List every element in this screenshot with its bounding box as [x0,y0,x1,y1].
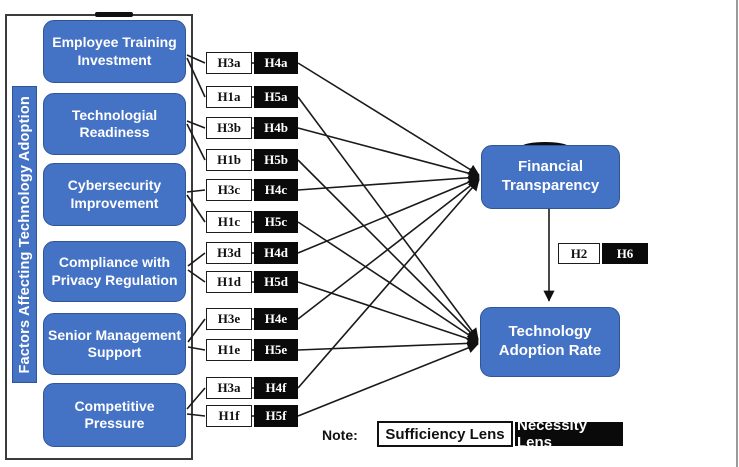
sufficiency-label-box: H3b [206,117,252,139]
edge-h4c-ft [297,172,480,191]
factor-box-employee-training-investment: Employee Training Investment [43,20,186,83]
necessity-label-box: H5c [254,211,298,233]
edge-factor1-h1a [186,57,206,98]
technology-adoption-rate-box: Technology Adoption Rate [480,307,620,377]
edge-h5c-tar [297,221,479,342]
edge-h5f-tar [297,342,479,417]
edge-h5a-tar [297,96,479,340]
sufficiency-label-box: H1e [206,339,252,361]
financial-transparency-box: Financial Transparency [481,145,620,209]
mediation-necessity-label-box: H6 [602,243,648,264]
sufficiency-label-box: H1d [206,271,252,293]
image-right-border [736,0,738,467]
necessity-label-box: H4d [254,242,298,264]
edge-h4a-ft [297,62,480,176]
sufficiency-label-box: H1a [206,86,252,108]
factor-box-compliance-privacy-regulation: Compliance with Privacy Regulation [43,241,186,302]
factor-box-competitive-pressure: Competitive Pressure [43,383,186,447]
edge-h5b-tar [297,159,479,341]
edge-h4b-ft [297,127,480,179]
necessity-label-box: H4f [254,377,298,399]
sufficiency-label-box: H1c [206,211,252,233]
edge-h5e-tar [297,337,479,351]
edge-h4e-ft [297,178,480,320]
edge-factor5-h3e [187,318,206,343]
necessity-label-box: H5a [254,86,298,108]
necessity-label-box: H5f [254,405,298,427]
edge-h4f-ft [297,179,480,389]
edge-factor5-h1e [187,346,206,351]
necessity-label-box: H4b [254,117,298,139]
sufficiency-label-box: H3a [206,52,252,74]
edge-h5d-tar [297,281,479,345]
sufficiency-label-box: H1b [206,149,252,171]
edge-factor4-h3d [187,252,206,267]
necessity-label-box: H4e [254,308,298,330]
sufficiency-label-box: H3c [206,179,252,201]
note-label: Note: [322,427,358,443]
legend-sufficiency-box: Sufficiency Lens [377,421,513,447]
legend-necessity-box: Necessity Lens [515,417,623,451]
factor-box-cybersecurity-improvement: Cybersecurity Improvement [43,163,186,226]
sufficiency-label-box: H1f [206,405,252,427]
necessity-label-box: H4c [254,179,298,201]
edge-factor3-h1c [186,194,206,223]
necessity-label-box: H5e [254,339,298,361]
sufficiency-label-box: H3a [206,377,252,399]
edge-factor2-h1b [186,123,206,161]
edge-factor2-h3b [186,120,206,129]
necessity-label-box: H5d [254,271,298,293]
sufficiency-label-box: H3e [206,308,252,330]
necessity-label-box: H4a [254,52,298,74]
factors-group-label-bar: Factors Affecting Technology Adoption [12,86,37,383]
edge-factor6-h3f [186,387,206,410]
edge-factor1-h3a [186,54,206,64]
top-notch-bar [95,12,133,17]
edge-factor6-h1f [186,413,206,417]
necessity-label-box: H5b [254,149,298,171]
factors-group-title: Factors Affecting Technology Adoption [16,95,33,374]
edge-h4d-ft [297,176,480,254]
sufficiency-label-box: H3d [206,242,252,264]
edge-factor4-h1d [187,269,206,283]
edge-factor3-h3c [186,189,206,193]
factor-box-senior-management-support: Senior Management Support [43,313,186,375]
factor-box-technological-readiness: Technologial Readiness [43,93,186,155]
mediation-sufficiency-label-box: H2 [558,243,600,264]
